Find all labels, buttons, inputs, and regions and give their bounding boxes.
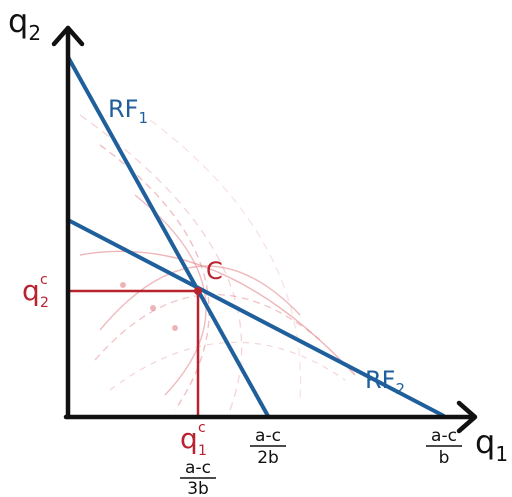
svg-text:3b: 3b [187, 479, 209, 497]
rf1-label: RF1 [108, 95, 148, 127]
x-axis-arrow-icon [456, 400, 478, 434]
y-axis-arrow-icon [51, 25, 85, 47]
axes [51, 25, 478, 434]
rf2-label: RF2 [365, 366, 405, 398]
isoprofit-curve-firm2-outer [79, 250, 356, 376]
svg-text:2: 2 [40, 295, 49, 311]
svg-text:a-c: a-c [431, 426, 457, 446]
tick-fraction-1: a-c 3b [180, 458, 216, 497]
isoprofit-curve-firm1-inner [134, 194, 207, 396]
isoprofit-dot [150, 305, 156, 311]
reaction-function-2 [67, 218, 445, 418]
isoprofit-curve-firm1-outer [79, 114, 243, 411]
x-axis-label: q1 [475, 423, 508, 466]
isoprofit-dot [172, 325, 178, 331]
svg-text:a-c: a-c [185, 458, 211, 478]
svg-text:2b: 2b [257, 448, 279, 468]
reaction-function-1 [66, 56, 270, 417]
equilibrium-point [194, 287, 202, 295]
svg-text:q: q [180, 422, 198, 455]
q1-equilibrium-label: q c 1 [180, 420, 207, 459]
isoprofit-dot [120, 282, 126, 288]
svg-text:1: 1 [198, 443, 207, 459]
svg-text:c: c [40, 272, 48, 288]
svg-text:q: q [22, 274, 40, 307]
isoprofit-curve-firm1-mid [99, 144, 210, 411]
isoprofit-curve-firm1-far [149, 119, 302, 401]
equilibrium-label: C [206, 257, 223, 285]
tick-fraction-3: a-c b [426, 426, 462, 468]
isoprofit-curve-firm2-mid [94, 293, 321, 361]
svg-text:b: b [439, 448, 450, 468]
svg-text:c: c [198, 420, 206, 436]
isoprofit-curves [79, 114, 356, 411]
tick-fraction-2: a-c 2b [250, 426, 286, 468]
q2-equilibrium-label: q c 2 [22, 272, 49, 311]
isoprofit-curve-firm2-far [109, 341, 346, 391]
isoprofit-curve-firm2-inner [99, 265, 301, 331]
y-axis-label: q2 [8, 2, 41, 45]
svg-text:a-c: a-c [255, 426, 281, 446]
